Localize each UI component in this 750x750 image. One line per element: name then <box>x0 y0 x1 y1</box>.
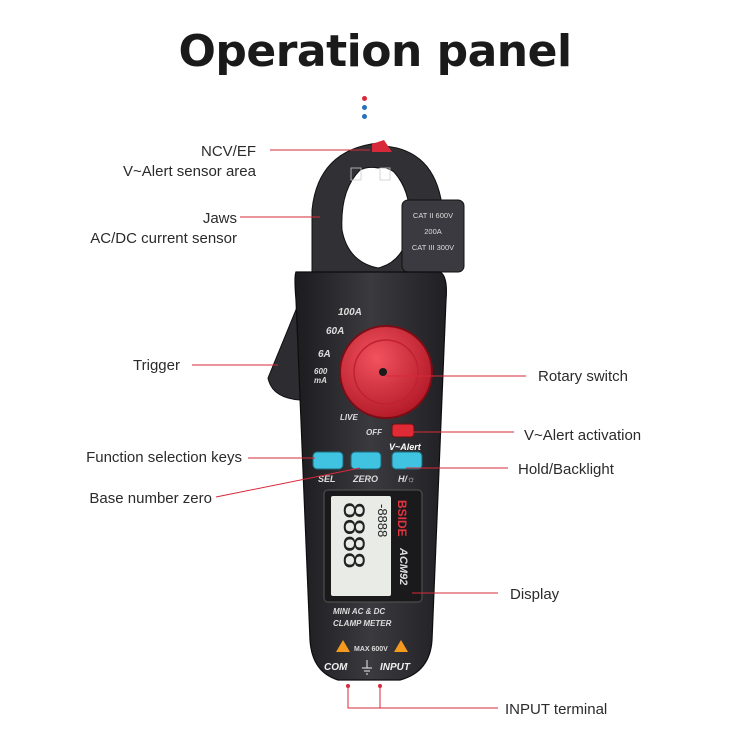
ground-icon <box>362 660 372 675</box>
range-6a: 6A <box>318 349 331 360</box>
lcd-sub-digits: -8888 <box>375 504 390 537</box>
label-trigger: Trigger <box>133 357 180 374</box>
com-terminal[interactable] <box>346 684 350 688</box>
zero-button[interactable] <box>350 451 382 470</box>
label-jaws-line2: AC/DC current sensor <box>90 230 237 247</box>
range-off: OFF <box>366 428 383 437</box>
trigger[interactable] <box>267 299 301 401</box>
ncv-icon <box>350 167 362 181</box>
input-label: INPUT <box>380 662 411 673</box>
range-live: LIVE <box>340 413 358 422</box>
hold-backlight-button[interactable] <box>391 451 423 470</box>
rotary-pointer <box>379 368 387 376</box>
v-alert-button[interactable] <box>391 423 415 438</box>
label-input-terminal: INPUT terminal <box>505 701 608 718</box>
blue-dot-icon <box>362 114 367 119</box>
zero-key-label: ZERO <box>352 474 378 484</box>
cat-rating-1: CAT II 600V <box>413 211 453 220</box>
label-v-alert-activation: V~Alert activation <box>524 427 642 444</box>
ncv-sensor-tip <box>372 140 392 152</box>
meter-description: MINI AC & DC <box>333 607 385 616</box>
hold-key-label: H/☼ <box>398 474 415 484</box>
range-600ma-unit: mA <box>314 376 327 385</box>
cat-rating-2: 200A <box>424 227 442 236</box>
red-dot-icon <box>362 96 367 101</box>
label-ncv-line2: V~Alert sensor area <box>123 163 256 180</box>
warning-icon <box>336 640 350 652</box>
label-jaws-line1: Jaws <box>202 210 237 227</box>
blue-dot-icon <box>362 105 367 110</box>
model-name: ACM92 <box>397 547 409 585</box>
cat-rating-3: CAT III 300V <box>412 243 454 252</box>
lcd-main-digits: 8888 <box>337 502 370 569</box>
label-ncv-line1: NCV/EF <box>200 143 256 160</box>
label-display: Display <box>510 586 560 603</box>
lcd-display <box>331 496 391 596</box>
range-60a: 60A <box>326 326 344 337</box>
callout-lines <box>192 149 526 709</box>
max-voltage: MAX 600V <box>354 646 388 653</box>
range-100a: 100A <box>338 307 362 318</box>
label-hold-backlight: Hold/Backlight <box>518 461 614 478</box>
v-alert-key-label: V~Alert <box>389 442 422 452</box>
input-terminal[interactable] <box>378 684 382 688</box>
page-title: Operation panel <box>178 26 572 77</box>
ncv-icon <box>379 167 391 181</box>
decorative-dots <box>361 96 369 123</box>
meter-description-2: CLAMP METER <box>333 619 392 628</box>
label-ncv: NCV/EF V~Alert sensor area <box>123 142 256 182</box>
range-600ma: 600 <box>314 367 328 376</box>
brand-logo: BSIDE <box>395 500 409 537</box>
label-rotary-switch: Rotary switch <box>538 368 629 385</box>
com-label: COM <box>324 662 348 673</box>
high-voltage-icon <box>394 640 408 652</box>
label-base-zero: Base number zero <box>89 490 212 507</box>
label-function-keys: Function selection keys <box>86 449 242 466</box>
label-jaws: Jaws AC/DC current sensor <box>90 209 237 249</box>
sel-key-label: SEL <box>318 474 336 484</box>
sel-button[interactable] <box>312 451 344 470</box>
